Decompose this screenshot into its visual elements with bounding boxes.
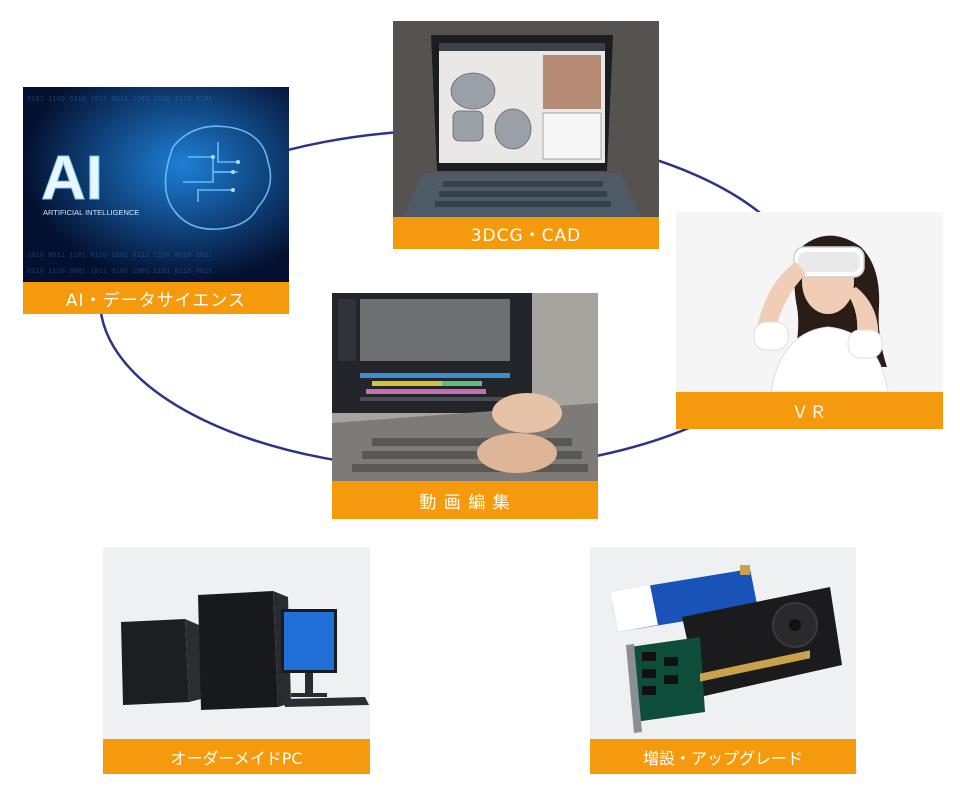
- 3dcg-cad-label: 3DCG・CAD: [393, 217, 659, 249]
- custom-pc-card[interactable]: オーダーメイドPC: [103, 547, 370, 774]
- video-editing-label: 動 画 編 集: [332, 481, 598, 519]
- 3dcg-photo: [393, 21, 659, 217]
- vr-card[interactable]: ＶＲ: [676, 212, 943, 429]
- vr-label: ＶＲ: [676, 392, 943, 429]
- video-editing-photo: [332, 293, 598, 481]
- video-editing-card[interactable]: 動 画 編 集: [332, 293, 598, 519]
- vr-photo: [676, 212, 943, 392]
- svg-text:ARTIFICIAL INTELLIGENCE: ARTIFICIAL INTELLIGENCE: [43, 208, 139, 217]
- ai-photo-title: AI: [41, 144, 103, 213]
- upgrade-label: 増設・アップグレード: [590, 739, 856, 774]
- upgrade-card[interactable]: 増設・アップグレード: [590, 547, 856, 774]
- ai-photo: 0101 1100 0110 1011 0011 1101 0100 1110 …: [23, 87, 289, 282]
- svg-text:0101 1100 0110 1011 0011 1101: 0101 1100 0110 1011 0011 1101 0100 1110 …: [27, 95, 212, 103]
- ai-data-science-card[interactable]: 0101 1100 0110 1011 0011 1101 0100 1110 …: [23, 87, 289, 314]
- svg-text:0110 1110 0001 1011 0100 1001: 0110 1110 0001 1011 0100 1001 1101 0110 …: [27, 267, 212, 275]
- custom-pc-label: オーダーメイドPC: [103, 739, 370, 774]
- 3dcg-cad-card[interactable]: 3DCG・CAD: [393, 21, 659, 249]
- svg-text:1010 0011 1101 0110 1001 0111: 1010 0011 1101 0110 1001 0111 1100 0010 …: [27, 251, 212, 259]
- custom-pc-photo: [103, 547, 370, 739]
- ai-data-science-label: AI・データサイエンス: [23, 282, 289, 314]
- upgrade-photo: [590, 547, 856, 739]
